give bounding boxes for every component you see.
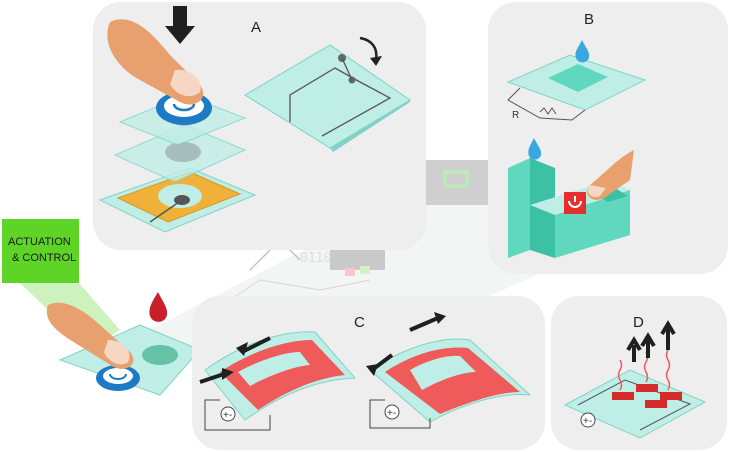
down-arrow-icon xyxy=(165,6,195,44)
resistor-label: R xyxy=(512,110,519,121)
panel-a-letter: A xyxy=(251,19,261,36)
panel-c: C +- +- xyxy=(192,296,545,450)
heater-sheet: +- xyxy=(563,349,707,439)
up-arrow-icon xyxy=(626,320,676,362)
finger-icon xyxy=(46,302,134,369)
finger-icon xyxy=(107,19,204,105)
callout-line-2: & CONTROL xyxy=(12,252,76,264)
panel-a: A xyxy=(93,2,426,250)
panel-c-letter: C xyxy=(354,314,365,331)
svg-text:+-: +- xyxy=(223,410,232,421)
svg-text:+-: +- xyxy=(387,408,396,419)
water-drop-icon xyxy=(575,40,590,63)
actuator-right: +- xyxy=(369,338,532,429)
wearable-patch xyxy=(46,292,201,396)
callout-line-1: ACTUATION xyxy=(8,236,71,248)
water-drop-icon xyxy=(528,138,542,160)
electrode-layer xyxy=(98,167,257,233)
finger-icon xyxy=(587,150,634,200)
svg-text:+-: +- xyxy=(583,416,592,427)
circuit-sheet xyxy=(244,44,411,152)
panel-b-letter: B xyxy=(584,11,594,28)
panel-d-letter: D xyxy=(633,314,644,331)
device-display-text: 0110 xyxy=(300,251,331,266)
panel-d: D +- xyxy=(551,296,727,450)
spacer-layer xyxy=(113,124,247,183)
panel-b: B R xyxy=(488,2,728,274)
blood-drop-icon xyxy=(149,292,168,322)
sensing-sheet: R xyxy=(506,54,647,121)
